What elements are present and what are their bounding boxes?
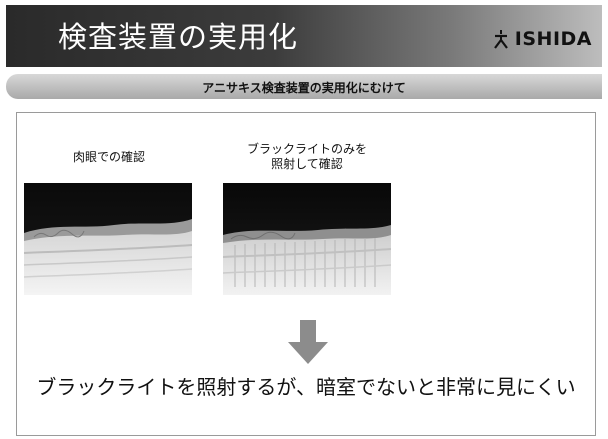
header-band: 検査装置の実用化 ISHIDA — [6, 5, 602, 67]
arrow-down-icon — [288, 320, 328, 364]
caption-line: 照射して確認 — [271, 157, 343, 171]
content-frame: 肉眼での確認 ブラックライトのみを 照射して確認 — [16, 112, 596, 436]
subtitle-text: アニサキス検査装置の実用化にむけて — [202, 81, 406, 95]
caption-line: ブラックライトのみを — [246, 142, 367, 156]
caption-naked-eye: 肉眼での確認 — [25, 150, 193, 165]
photo-naked-eye — [24, 183, 192, 295]
ishida-logo-icon — [493, 30, 508, 49]
logo-text: ISHIDA — [514, 28, 592, 50]
page-title: 検査装置の実用化 — [58, 20, 299, 54]
company-logo: ISHIDA — [493, 27, 592, 51]
caption-blacklight: ブラックライトのみを 照射して確認 — [223, 142, 391, 172]
photo-blacklight — [223, 183, 391, 295]
conclusion-text: ブラックライトを照射するが、暗室でないと非常に見にくい — [36, 375, 576, 399]
subtitle-bar: アニサキス検査装置の実用化にむけて — [6, 74, 602, 99]
caption-line: 肉眼での確認 — [72, 150, 145, 164]
